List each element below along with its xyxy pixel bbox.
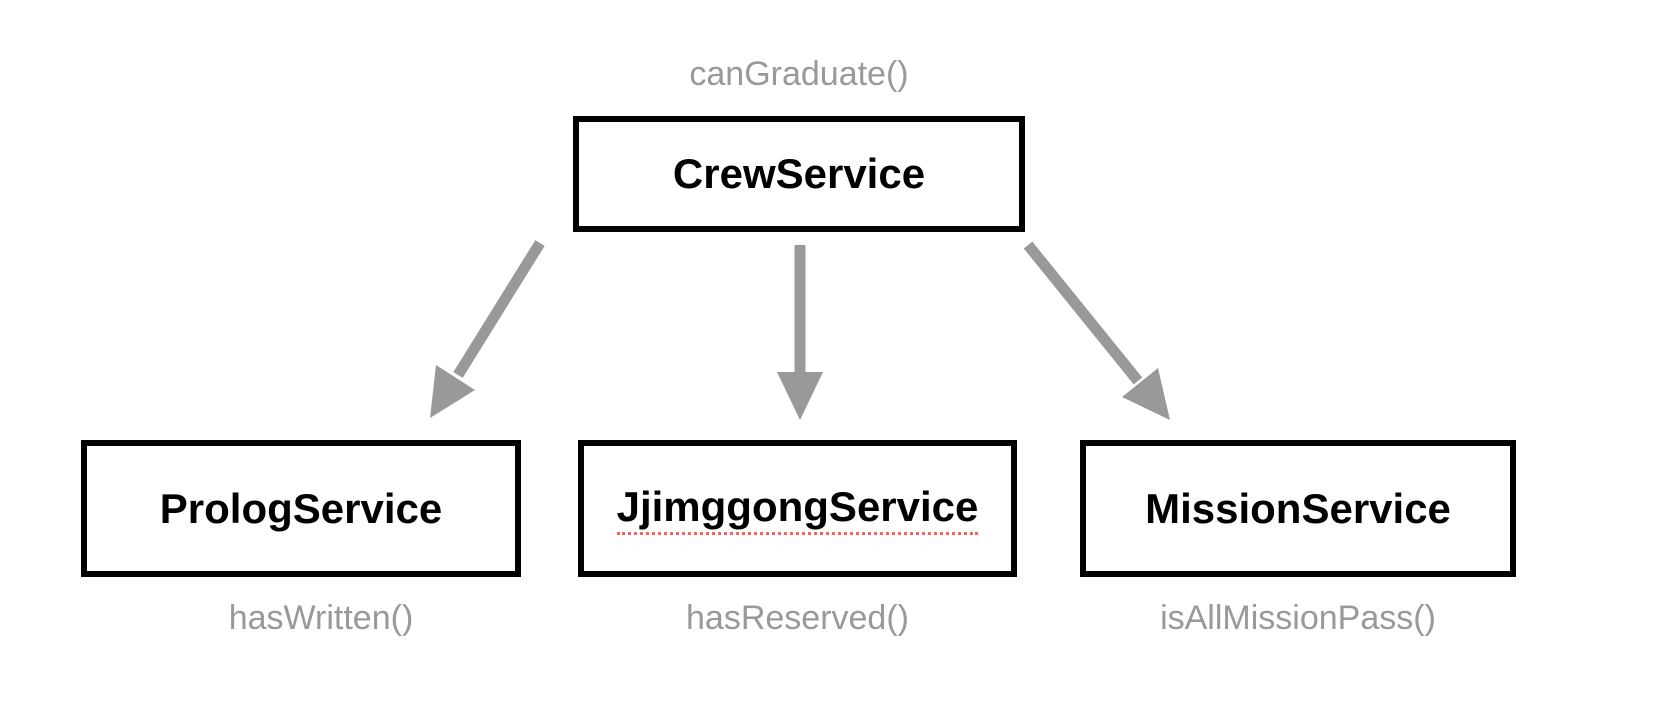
mission-method-label: isAllMissionPass() — [1160, 599, 1436, 637]
node-crewservice-label: CrewService — [672, 150, 926, 197]
node-prologservice: PrologService — [81, 440, 521, 577]
prolog-method-label: hasWritten() — [228, 599, 414, 637]
node-prologservice-label: PrologService — [159, 484, 443, 532]
crew-method-label: canGraduate() — [689, 55, 909, 93]
node-crewservice: CrewService — [573, 116, 1025, 232]
node-missionservice: MissionService — [1080, 440, 1516, 577]
node-jjimggongservice: JjimggongService — [578, 440, 1017, 577]
node-jjimggongservice-label: JjimggongService — [616, 483, 979, 535]
arrow-crew-to-prolog — [430, 240, 545, 418]
arrow-crew-to-mission — [1023, 241, 1170, 420]
node-missionservice-label: MissionService — [1145, 484, 1451, 532]
jjimggong-method-label: hasReserved() — [686, 599, 909, 637]
arrow-crew-to-jjimggong — [777, 245, 823, 420]
